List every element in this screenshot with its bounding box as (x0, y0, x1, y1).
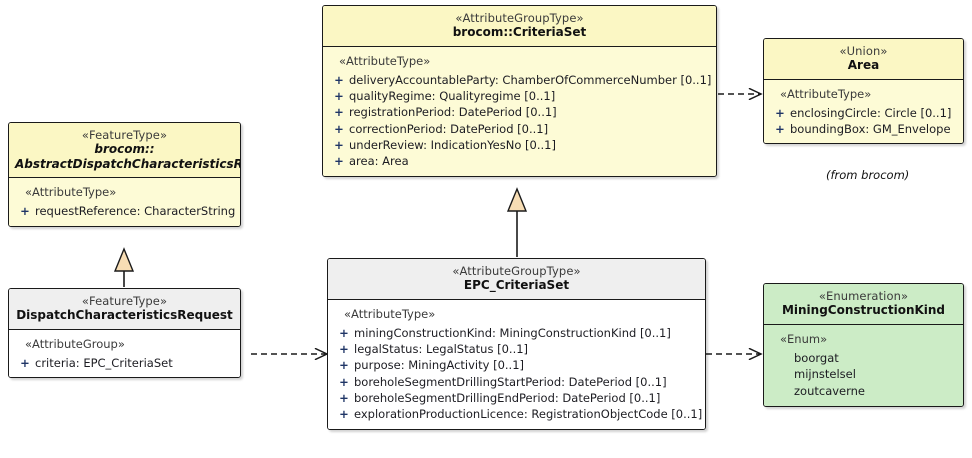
attribute-row: + qualityRegime: Qualityregime [0..1] (329, 88, 710, 104)
class-body-dispatch-request: «AttributeGroup» + criteria: EPC_Criteri… (9, 329, 240, 377)
attribute-row: + criteria: EPC_CriteriaSet (15, 355, 234, 371)
attribute-row: + deliveryAccountableParty: ChamberOfCom… (329, 72, 712, 88)
attribute-group-label: «AttributeType» (780, 86, 872, 101)
attribute-row: + registrationPeriod: DatePeriod [0..1] (329, 104, 710, 120)
attribute-text: boreholeSegmentDrillingStartPeriod: Date… (354, 374, 667, 389)
attribute-row: + boundingBox: GM_Envelope (770, 121, 957, 137)
attribute-text: enclosingCircle: Circle [0..1] (790, 105, 952, 120)
class-header-dispatch-request: «FeatureType» DispatchCharacteristicsReq… (9, 289, 240, 330)
class-stereotype: «AttributeGroupType» (452, 264, 581, 278)
attribute-text: explorationProductionLicence: Registrati… (354, 407, 703, 422)
visibility-marker: + (339, 390, 349, 405)
visibility-marker: + (339, 358, 349, 373)
class-header-epc-criteriaset: «AttributeGroupType» EPC_CriteriaSet (328, 259, 705, 300)
attribute-text: criteria: EPC_CriteriaSet (35, 355, 173, 370)
class-stereotype: «Enumeration» (818, 289, 909, 303)
attribute-group-label: «AttributeType» (25, 185, 117, 200)
visibility-marker: + (339, 407, 349, 422)
visibility-marker: + (339, 374, 349, 389)
attribute-text: underReview: IndicationYesNo [0..1] (349, 137, 556, 152)
attribute-text: boreholeSegmentDrillingEndPeriod: DatePe… (354, 390, 661, 405)
attribute-row: + underReview: IndicationYesNo [0..1] (329, 137, 710, 153)
attribute-text: registrationPeriod: DatePeriod [0..1] (349, 105, 557, 120)
visibility-marker: + (334, 137, 344, 152)
class-name: AbstractDispatchCharacteristicsRequest (15, 156, 240, 171)
attribute-row: + requestReference: CharacterString (15, 203, 236, 219)
attribute-row: + legalStatus: LegalStatus [0..1] (334, 341, 699, 357)
class-body-epc-criteriaset: «AttributeType» + miningConstructionKind… (328, 299, 705, 429)
attribute-text: boundingBox: GM_Envelope (790, 121, 951, 136)
visibility-marker: + (20, 204, 30, 219)
class-stereotype: «AttributeGroupType» (455, 11, 584, 25)
class-box-area[interactable]: «Union» Area «AttributeType» + enclosing… (763, 38, 964, 145)
class-name: EPC_CriteriaSet (463, 278, 570, 293)
class-header-abstract-dispatch: «FeatureType» brocom:: AbstractDispatchC… (9, 123, 240, 179)
attribute-row: + boreholeSegmentDrillingEndPeriod: Date… (334, 390, 699, 406)
class-name: Area (847, 58, 880, 73)
visibility-marker: + (334, 72, 344, 87)
class-header-area: «Union» Area (764, 39, 963, 80)
attribute-text: area: Area (349, 154, 409, 169)
attribute-group-label: «AttributeType» (339, 53, 431, 68)
class-header-brocom-criteriaset: «AttributeGroupType» brocom::CriteriaSet (323, 6, 716, 47)
attribute-text: correctionPeriod: DatePeriod [0..1] (349, 121, 549, 136)
class-box-mining-construction-kind[interactable]: «Enumeration» MiningConstructionKind «En… (763, 283, 964, 407)
class-body-abstract-dispatch: «AttributeType» + requestReference: Char… (9, 178, 240, 226)
visibility-marker: + (775, 105, 785, 120)
class-box-dispatch-characteristics-request[interactable]: «FeatureType» DispatchCharacteristicsReq… (8, 288, 241, 378)
visibility-marker: + (334, 88, 344, 103)
class-stereotype: «Union» (839, 44, 888, 58)
attribute-row: + correctionPeriod: DatePeriod [0..1] (329, 121, 710, 137)
visibility-marker: + (334, 154, 344, 169)
class-body-mining-construction-kind: «Enum» boorgat mijnstelsel zoutcaverne (764, 324, 963, 406)
attribute-text: qualityRegime: Qualityregime [0..1] (349, 88, 556, 103)
visibility-marker: + (20, 355, 30, 370)
attribute-group-label: «AttributeGroup» (25, 336, 125, 351)
package-note-area: (from brocom) (826, 168, 910, 182)
attribute-row: + enclosingCircle: Circle [0..1] (770, 105, 957, 121)
class-name: DispatchCharacteristicsRequest (16, 308, 233, 323)
attribute-text: legalStatus: LegalStatus [0..1] (354, 341, 529, 356)
class-name-package: brocom:: (94, 142, 155, 157)
class-box-brocom-criteriaset[interactable]: «AttributeGroupType» brocom::CriteriaSet… (322, 5, 717, 177)
attribute-text: purpose: MiningActivity [0..1] (354, 358, 525, 373)
class-box-abstract-dispatch-characteristics-request[interactable]: «FeatureType» brocom:: AbstractDispatchC… (8, 122, 241, 227)
attribute-row: + area: Area (329, 153, 710, 169)
attribute-row: + purpose: MiningActivity [0..1] (334, 357, 699, 373)
class-name: MiningConstructionKind (781, 303, 946, 318)
class-name: brocom::CriteriaSet (452, 25, 587, 40)
connector-generalization-dispatch-abstract (113, 247, 135, 287)
enum-literal: zoutcaverne (794, 383, 866, 398)
attribute-text: miningConstructionKind: MiningConstructi… (354, 325, 671, 340)
enum-group-label: «Enum» (780, 331, 828, 346)
class-stereotype: «FeatureType» (81, 294, 168, 308)
visibility-marker: + (334, 121, 344, 136)
attribute-text: deliveryAccountableParty: ChamberOfComme… (349, 72, 712, 87)
attribute-text: requestReference: CharacterString (35, 204, 236, 219)
enum-literal: mijnstelsel (794, 367, 856, 382)
class-stereotype: «FeatureType» (81, 128, 168, 142)
attribute-row: + miningConstructionKind: MiningConstruc… (334, 325, 699, 341)
enum-literal: boorgat (794, 350, 839, 365)
attribute-row: + boreholeSegmentDrillingStartPeriod: Da… (334, 374, 699, 390)
visibility-marker: + (334, 105, 344, 120)
class-box-epc-criteriaset[interactable]: «AttributeGroupType» EPC_CriteriaSet «At… (327, 258, 706, 430)
class-body-brocom-criteriaset: «AttributeType» + deliveryAccountablePar… (323, 46, 716, 176)
attribute-row: + explorationProductionLicence: Registra… (334, 406, 703, 422)
visibility-marker: + (339, 341, 349, 356)
visibility-marker: + (775, 121, 785, 136)
class-header-mining-construction-kind: «Enumeration» MiningConstructionKind (764, 284, 963, 325)
visibility-marker: + (339, 325, 349, 340)
attribute-group-label: «AttributeType» (344, 306, 436, 321)
class-body-area: «AttributeType» + enclosingCircle: Circl… (764, 79, 963, 144)
connector-generalization-epc-criteriaset (506, 187, 528, 257)
